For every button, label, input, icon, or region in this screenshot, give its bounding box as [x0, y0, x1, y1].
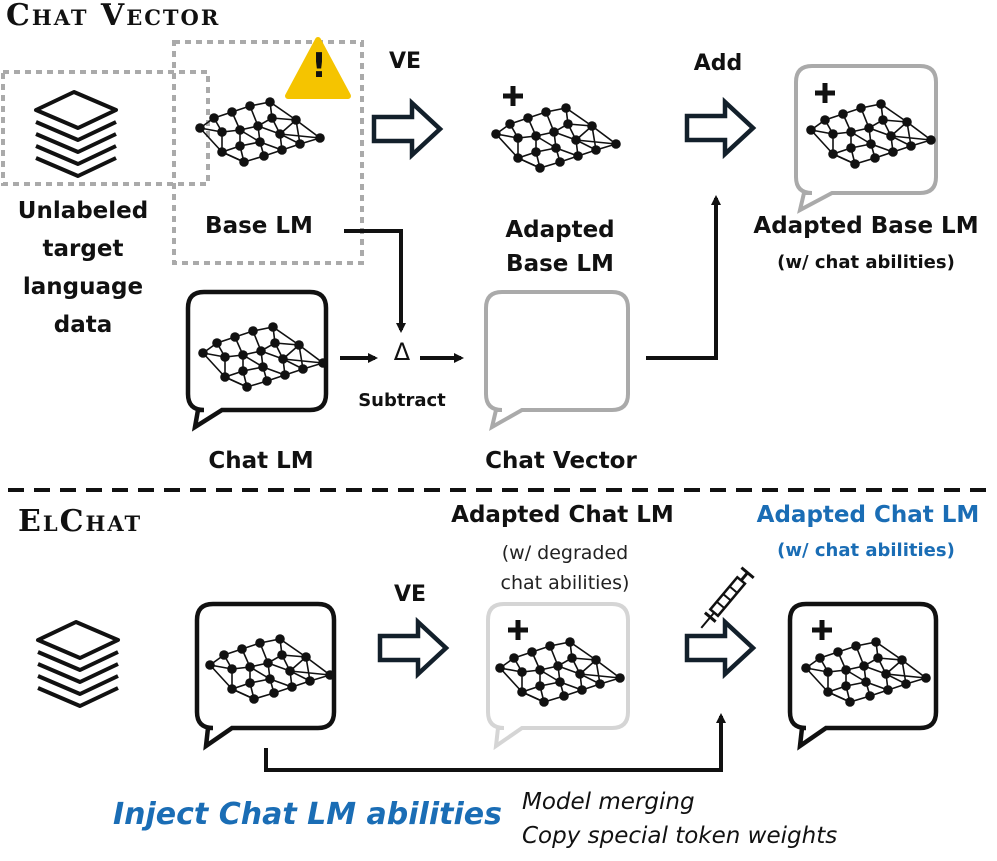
degraded-label: (w/ degraded chat abilities) [500, 542, 630, 594]
neural-network-icon [194, 96, 326, 168]
chat-vector-title: Chat Vector [6, 0, 221, 33]
adapted-chat-lm-label: Adapted Chat LM [451, 502, 674, 528]
methods-label: Model merging Copy special token weights [522, 789, 838, 849]
warning-icon [285, 37, 351, 99]
adapted-base-lm-label: Adapted Base LM [505, 217, 615, 277]
base-lm-dotted-frame [172, 40, 364, 265]
with-chat-abilities-label: (w/ chat abilities) [777, 252, 955, 273]
hollow-arrow-icon [687, 622, 753, 674]
vector-to-add-arrow [646, 195, 721, 360]
inject-label: Inject Chat LM abilities [113, 797, 502, 832]
warning-mark: ! [311, 46, 327, 86]
document-stack-icon [34, 90, 118, 178]
chat-bubble-icon [486, 602, 630, 751]
hollow-arrow-icon [380, 622, 446, 674]
adapted-base-lm-chat-label: Adapted Base LM [753, 213, 979, 239]
chat-bubble-icon [484, 290, 630, 431]
hollow-arrow-icon [687, 102, 753, 154]
chat-bubble-icon [185, 289, 329, 432]
elchat-title: ElChat [18, 504, 143, 539]
ve-label: VE [393, 582, 427, 607]
add-label: Add [693, 51, 743, 76]
chat-vector-label: Chat Vector [485, 448, 637, 474]
delta-symbol: Δ [393, 338, 411, 366]
chat-lm-label: Chat LM [208, 448, 314, 474]
adapted-chat-lm-final-label: Adapted Chat LM [756, 502, 980, 528]
neural-network-icon [490, 102, 622, 174]
document-stack-icon [36, 620, 120, 708]
inject-arrow [264, 713, 726, 772]
base-to-delta-arrow [344, 229, 406, 333]
ve-label: VE [388, 49, 422, 74]
syringe-icon [700, 566, 755, 629]
hollow-arrow-icon [374, 103, 440, 155]
plus-icon [503, 86, 523, 106]
data-dotted-frame [1, 70, 210, 186]
subtract-label: Subtract [358, 390, 446, 411]
with-chat-abilities-blue-label: (w/ chat abilities) [777, 540, 955, 561]
base-lm-label: Base LM [205, 213, 313, 239]
chat-bubble-icon [794, 64, 938, 214]
chat-bubble-icon [787, 601, 939, 751]
data-label: Unlabeled target language data [17, 198, 149, 338]
chat-bubble-icon [194, 601, 337, 751]
